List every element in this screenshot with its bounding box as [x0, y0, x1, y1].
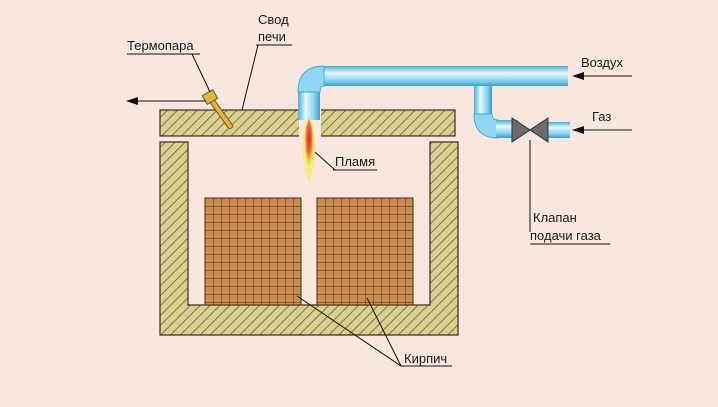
valve-label-group: Клапан подачи газа [529, 140, 610, 245]
flame-label-group: Пламя [314, 151, 377, 171]
furnace-roof-label-line2: печи [258, 29, 286, 44]
brick-label: Кирпич [404, 351, 447, 366]
gas-valve-icon [511, 117, 549, 143]
brick-stack-right [316, 197, 414, 306]
valve-label-line1: Клапан [533, 210, 577, 225]
furnace-roof-label-line1: Свод [258, 12, 289, 27]
flame-icon [302, 118, 316, 182]
air-label: Воздух [581, 55, 624, 70]
thermocouple-signal-arrow [126, 97, 206, 105]
air-inlet-arrow [572, 72, 632, 80]
air-pipe [297, 65, 568, 120]
thermocouple-label: Термопара [127, 38, 194, 53]
gas-pipe [473, 86, 570, 139]
furnace-walls [159, 141, 459, 336]
thermocouple-probe-icon [201, 88, 233, 129]
flame-label: Пламя [335, 154, 375, 169]
gas-inlet-arrow [572, 126, 632, 134]
brick-label-group: Кирпич [296, 295, 452, 367]
air-label-group: Воздух [581, 55, 624, 70]
thermocouple-label-group: Термопара [127, 38, 211, 93]
brick-stack-left [204, 197, 302, 306]
gas-label-group: Газ [592, 109, 611, 124]
gas-label: Газ [592, 109, 611, 124]
furnace-roof-label-group: Свод печи [241, 12, 292, 111]
valve-label-line2: подачи газа [530, 228, 602, 243]
